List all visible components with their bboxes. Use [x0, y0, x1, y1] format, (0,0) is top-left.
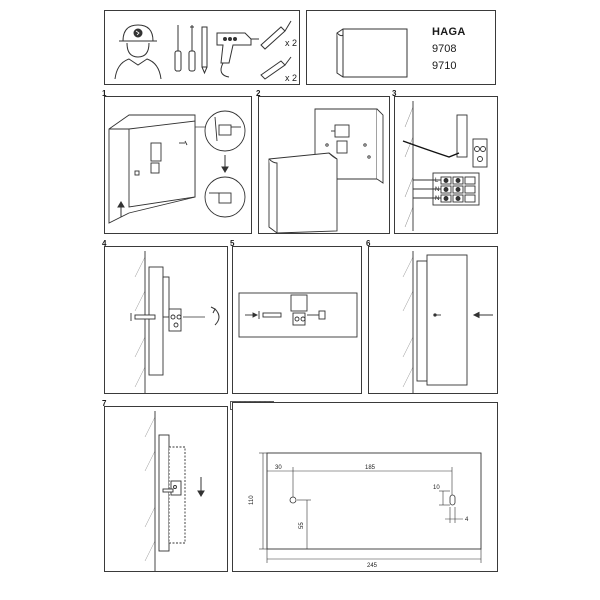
dim-height: 110 [249, 495, 255, 505]
mounting-hole-left [289, 496, 297, 504]
mounting-hole-right [449, 494, 456, 506]
pencil-icon [201, 26, 208, 75]
step-4-panel [104, 246, 228, 394]
step-number-2: 2 [256, 89, 261, 98]
screw-icon [130, 313, 156, 321]
lamp-icon [336, 28, 408, 78]
step-1-panel [104, 96, 252, 234]
dim-top-left: 30 [275, 465, 282, 471]
left-arrow-icon [472, 311, 493, 319]
installer-icon [114, 24, 162, 80]
terminal-label-l: L [435, 178, 439, 184]
step-2-illustration [268, 108, 384, 234]
terminal-label-n1: N [435, 187, 439, 193]
down-arrow-icon [221, 155, 229, 173]
product-panel [306, 10, 496, 85]
anchor-count: x 2 [285, 38, 298, 48]
down-arrow-icon [197, 477, 205, 497]
product-code-2: 9710 [432, 60, 457, 72]
step-3-panel: L N N [394, 96, 498, 234]
step-7-panel [104, 406, 228, 572]
tools-illustration [114, 20, 292, 80]
product-illustration [336, 28, 408, 78]
rotate-arrow-icon [210, 306, 220, 326]
step-6-illustration [402, 251, 493, 393]
step-1-illustration [108, 110, 246, 224]
screw-count: x 2 [285, 73, 298, 83]
dim-total-width: 245 [367, 563, 378, 569]
dim-right-small: 4 [465, 517, 469, 523]
screw-icon [260, 56, 292, 80]
step-number-1: 1 [102, 89, 107, 98]
product-brand: HAGA [432, 26, 466, 38]
step-number-7: 7 [102, 399, 107, 408]
step-number-6: 6 [366, 239, 371, 248]
detail-circle-top [204, 110, 246, 152]
terminal-block [413, 172, 480, 206]
lamp-outline [266, 452, 482, 550]
dim-right-top: 10 [433, 485, 440, 491]
up-arrow-icon [117, 201, 125, 217]
step-4-illustration [130, 251, 220, 393]
step-6-panel [368, 246, 498, 394]
step-5-panel [232, 246, 362, 394]
terminal-label-n2: N [435, 196, 439, 202]
step-7-illustration [144, 411, 205, 571]
step-number-5: 5 [230, 239, 235, 248]
right-arrow-icon [245, 312, 259, 318]
step-3-illustration: L N N [402, 101, 488, 231]
drill-icon [216, 32, 259, 78]
screw-icon [162, 488, 174, 493]
step-2-panel [258, 96, 390, 234]
screw-icon [258, 311, 282, 319]
dimensions-panel: 30 185 110 55 10 4 245 [232, 402, 498, 572]
product-code-1: 9708 [432, 43, 457, 55]
anchor-icon [260, 20, 292, 50]
step-5-illustration [238, 292, 358, 338]
mounting-template: 30 185 110 55 10 4 245 [249, 452, 482, 569]
lamp-cover [268, 152, 338, 234]
step-number-4: 4 [102, 239, 107, 248]
dim-top-span: 185 [365, 465, 376, 471]
tools-panel: x 2 x 2 [104, 10, 300, 85]
step-number-3: 3 [392, 89, 397, 98]
detail-circle-bottom [204, 176, 246, 218]
dim-lower-height: 55 [299, 522, 305, 529]
screwdriver-icon [174, 25, 196, 72]
power-cable [402, 140, 460, 158]
